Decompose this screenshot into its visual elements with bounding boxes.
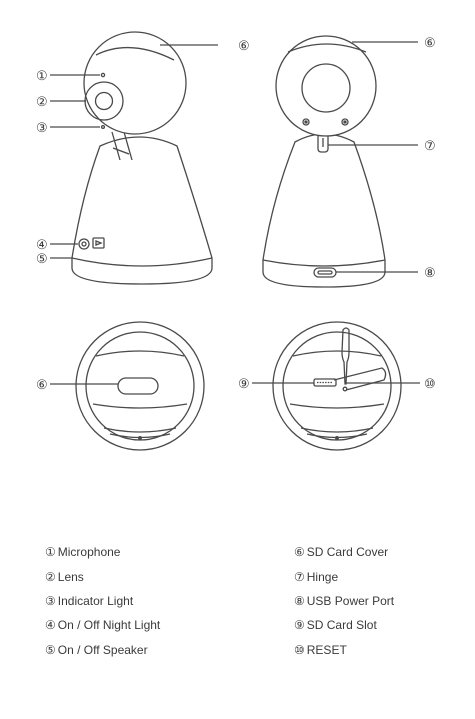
night-light-button xyxy=(78,238,90,250)
callout-8: ⑧ xyxy=(424,265,436,280)
back-head-rim xyxy=(287,43,367,53)
top-view-closed xyxy=(50,321,205,451)
legend-num: ⑥ xyxy=(294,545,305,560)
screw-right xyxy=(341,118,349,126)
open-cover-flap xyxy=(333,367,387,391)
callout-4: ④ xyxy=(36,237,48,252)
legend-item-speaker: ⑤ On / Off Speaker xyxy=(45,638,160,662)
legend-num: ⑧ xyxy=(294,593,305,608)
legend-item-microphone: ① Microphone xyxy=(45,540,160,564)
sd-card-cover xyxy=(117,377,159,395)
top-view-open xyxy=(252,321,420,451)
legend-label: Indicator Light xyxy=(57,593,134,608)
legend-num: ① xyxy=(45,545,56,560)
callout-3: ③ xyxy=(36,120,48,135)
callout-2: ② xyxy=(36,94,48,109)
front-head-rim xyxy=(95,46,175,61)
back-head xyxy=(275,35,377,137)
usb-port-inner xyxy=(317,270,333,275)
legend-item-usb-power-port: ⑧ USB Power Port xyxy=(294,589,394,613)
top-dome-upper xyxy=(95,350,185,357)
legend-right: ⑥ SD Card Cover ⑦ Hinge ⑧ USB Power Port… xyxy=(294,540,394,662)
legend-num: ② xyxy=(45,569,56,584)
legend-num: ③ xyxy=(45,593,56,608)
legend-item-reset: ⑩ RESET xyxy=(294,638,394,662)
legend-label: On / Off Night Light xyxy=(57,618,161,633)
night-light-button-center xyxy=(81,241,87,247)
legend-label: On / Off Speaker xyxy=(57,642,148,657)
screw-left-dot xyxy=(304,120,308,124)
top-inner-ring xyxy=(85,331,195,441)
screw-left xyxy=(302,118,310,126)
speaker-switch-inner xyxy=(95,240,103,246)
top-band xyxy=(103,427,177,433)
legend-label: Hinge xyxy=(306,569,339,584)
top2-outer-ring xyxy=(272,321,402,451)
legend-label: SD Card Slot xyxy=(306,618,377,633)
callout-6a: ⑥ xyxy=(238,38,250,53)
callout-6b: ⑥ xyxy=(424,35,436,50)
front-head xyxy=(83,31,187,135)
back-base xyxy=(262,260,386,288)
callout-10: ⑩ xyxy=(424,376,436,391)
top2-dome-upper xyxy=(292,350,382,357)
pin-tool xyxy=(341,327,350,385)
callout-9: ⑨ xyxy=(238,376,250,391)
top2-inner-ring xyxy=(282,331,392,441)
legend-label: Lens xyxy=(57,569,84,584)
usb-port xyxy=(313,267,337,278)
legend-label: SD Card Cover xyxy=(306,545,389,560)
callout-5: ⑤ xyxy=(36,251,48,266)
legend-item-indicator-light: ③ Indicator Light xyxy=(45,589,160,613)
top-outer-ring xyxy=(75,321,205,451)
speaker-switch xyxy=(92,237,105,249)
legend-item-lens: ② Lens xyxy=(45,564,160,588)
legend-label: Microphone xyxy=(57,545,121,560)
front-base xyxy=(71,258,213,285)
top-dome-lower xyxy=(92,403,188,409)
back-body xyxy=(262,133,386,261)
indicator-light xyxy=(100,124,106,130)
back-view xyxy=(262,35,418,288)
legend-num: ⑨ xyxy=(294,618,305,633)
callout-7: ⑦ xyxy=(424,138,436,153)
legend-item-sd-card-cover: ⑥ SD Card Cover xyxy=(294,540,394,564)
callout-6c: ⑥ xyxy=(36,377,48,392)
top2-dome-lower xyxy=(289,403,385,409)
front-base-top xyxy=(71,257,213,267)
front-hinge xyxy=(111,131,133,161)
back-base-top xyxy=(262,259,386,267)
front-body xyxy=(71,136,213,259)
legend-num: ⑩ xyxy=(294,642,305,657)
legend-item-night-light: ④ On / Off Night Light xyxy=(45,613,160,637)
top2-band xyxy=(300,427,374,433)
callout-1: ① xyxy=(36,68,48,83)
microphone-hole xyxy=(100,72,106,78)
top2-dot xyxy=(335,436,339,440)
legend-label: RESET xyxy=(306,642,347,657)
top-dot xyxy=(138,436,142,440)
screw-right-dot xyxy=(343,120,347,124)
front-view xyxy=(50,31,218,285)
legend-num: ④ xyxy=(45,618,56,633)
lens-inner xyxy=(94,91,114,111)
legend-item-sd-card-slot: ⑨ SD Card Slot xyxy=(294,613,394,637)
legend-num: ⑦ xyxy=(294,569,305,584)
reset-hole xyxy=(342,386,348,392)
legend-num: ⑤ xyxy=(45,642,56,657)
legend-left: ① Microphone ② Lens ③ Indicator Light ④ … xyxy=(45,540,160,662)
legend-label: USB Power Port xyxy=(306,593,395,608)
legend-item-hinge: ⑦ Hinge xyxy=(294,564,394,588)
back-center-disc xyxy=(301,63,351,113)
